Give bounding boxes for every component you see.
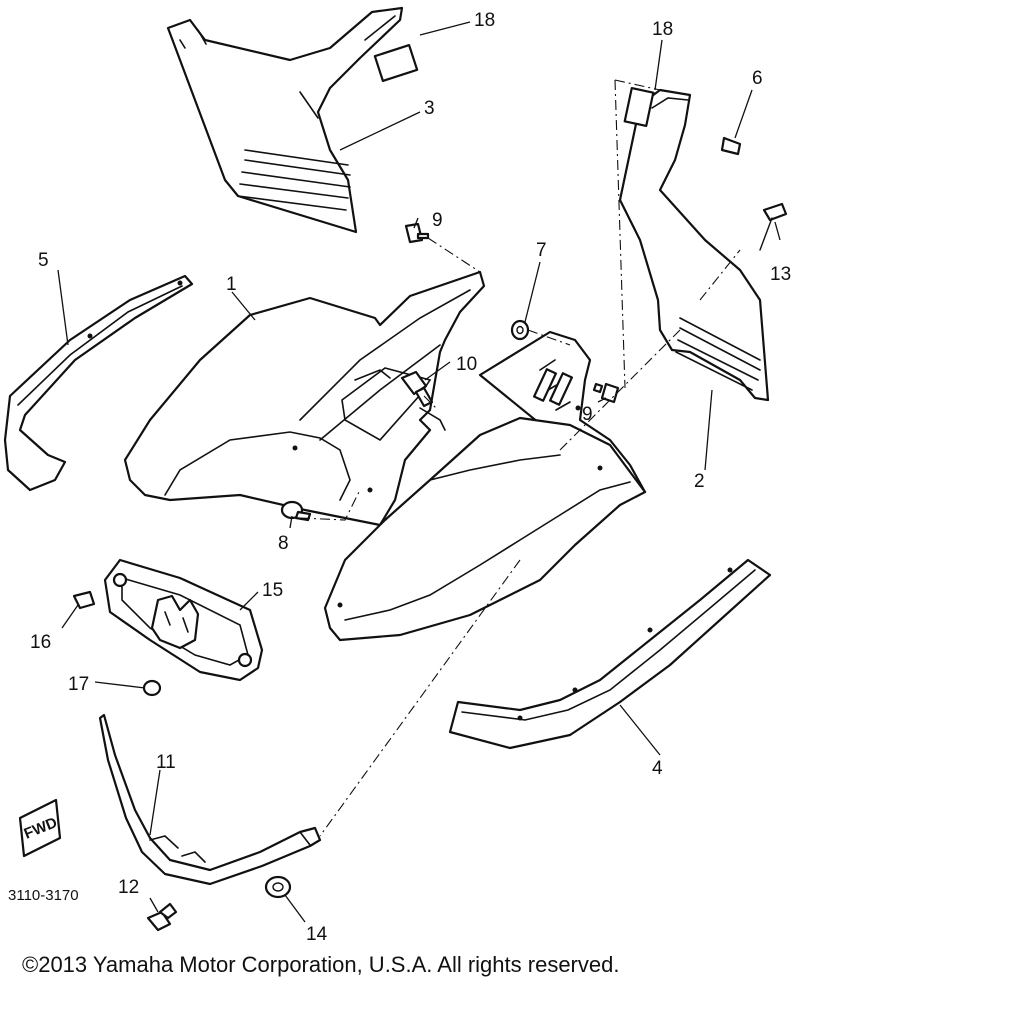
callout-9: 9	[582, 404, 593, 425]
callout-9: 9	[432, 210, 443, 231]
part-9-bolt-right[interactable]	[592, 382, 620, 404]
part-1-fender-lower[interactable]	[323, 416, 647, 642]
part-12-bolt[interactable]	[146, 902, 178, 932]
callout-10: 10	[456, 354, 477, 375]
callout-14: 14	[306, 924, 328, 945]
part-10-stud[interactable]	[400, 370, 434, 408]
callout-18: 18	[652, 19, 673, 40]
part-9-bolt-left[interactable]	[404, 222, 430, 244]
callout-17: 17	[68, 674, 89, 695]
part-15-bracket[interactable]	[103, 558, 264, 682]
callout-11: 11	[156, 752, 176, 773]
callout-13: 13	[770, 264, 791, 285]
part-14-grommet[interactable]	[264, 875, 292, 899]
part-11-rear-guard[interactable]	[98, 713, 322, 886]
callout-8: 8	[278, 533, 289, 554]
callout-12: 12	[118, 877, 139, 898]
part-17-screw[interactable]	[142, 679, 162, 697]
diagram-code: 3110-3170	[8, 887, 79, 904]
part-4-mud-guard[interactable]	[448, 558, 772, 750]
callout-15: 15	[262, 580, 283, 601]
callout-16: 16	[30, 632, 51, 653]
assembly-lines	[299, 79, 741, 837]
part-13-bolt[interactable]	[759, 202, 788, 251]
callout-5: 5	[38, 250, 49, 271]
part-8-screw[interactable]	[280, 500, 312, 522]
callout-3: 3	[424, 98, 435, 119]
part-7-washer[interactable]	[510, 319, 530, 341]
callout-2: 2	[694, 471, 705, 492]
callout-7: 7	[536, 240, 547, 261]
leader-lines	[57, 21, 781, 923]
part-6-bolt[interactable]	[720, 136, 742, 156]
callout-labels: 18 3 5 1 9 18 6 7 13 10 9 2 8 15 4 16 17…	[8, 10, 791, 945]
part-2-side-cover[interactable]	[618, 86, 770, 402]
part-1-rear-fender[interactable]	[123, 270, 486, 527]
part-3-side-cover[interactable]	[166, 6, 419, 234]
part-5-mud-guard[interactable]	[3, 274, 194, 492]
part-16-nut[interactable]	[72, 590, 96, 610]
callout-1: 1	[226, 274, 237, 295]
callout-6: 6	[752, 68, 763, 89]
callout-18: 18	[474, 10, 495, 31]
fwd-direction-label: FWD	[18, 798, 62, 858]
callout-4: 4	[652, 758, 663, 779]
copyright-notice: ©2013 Yamaha Motor Corporation, U.S.A. A…	[22, 952, 620, 977]
